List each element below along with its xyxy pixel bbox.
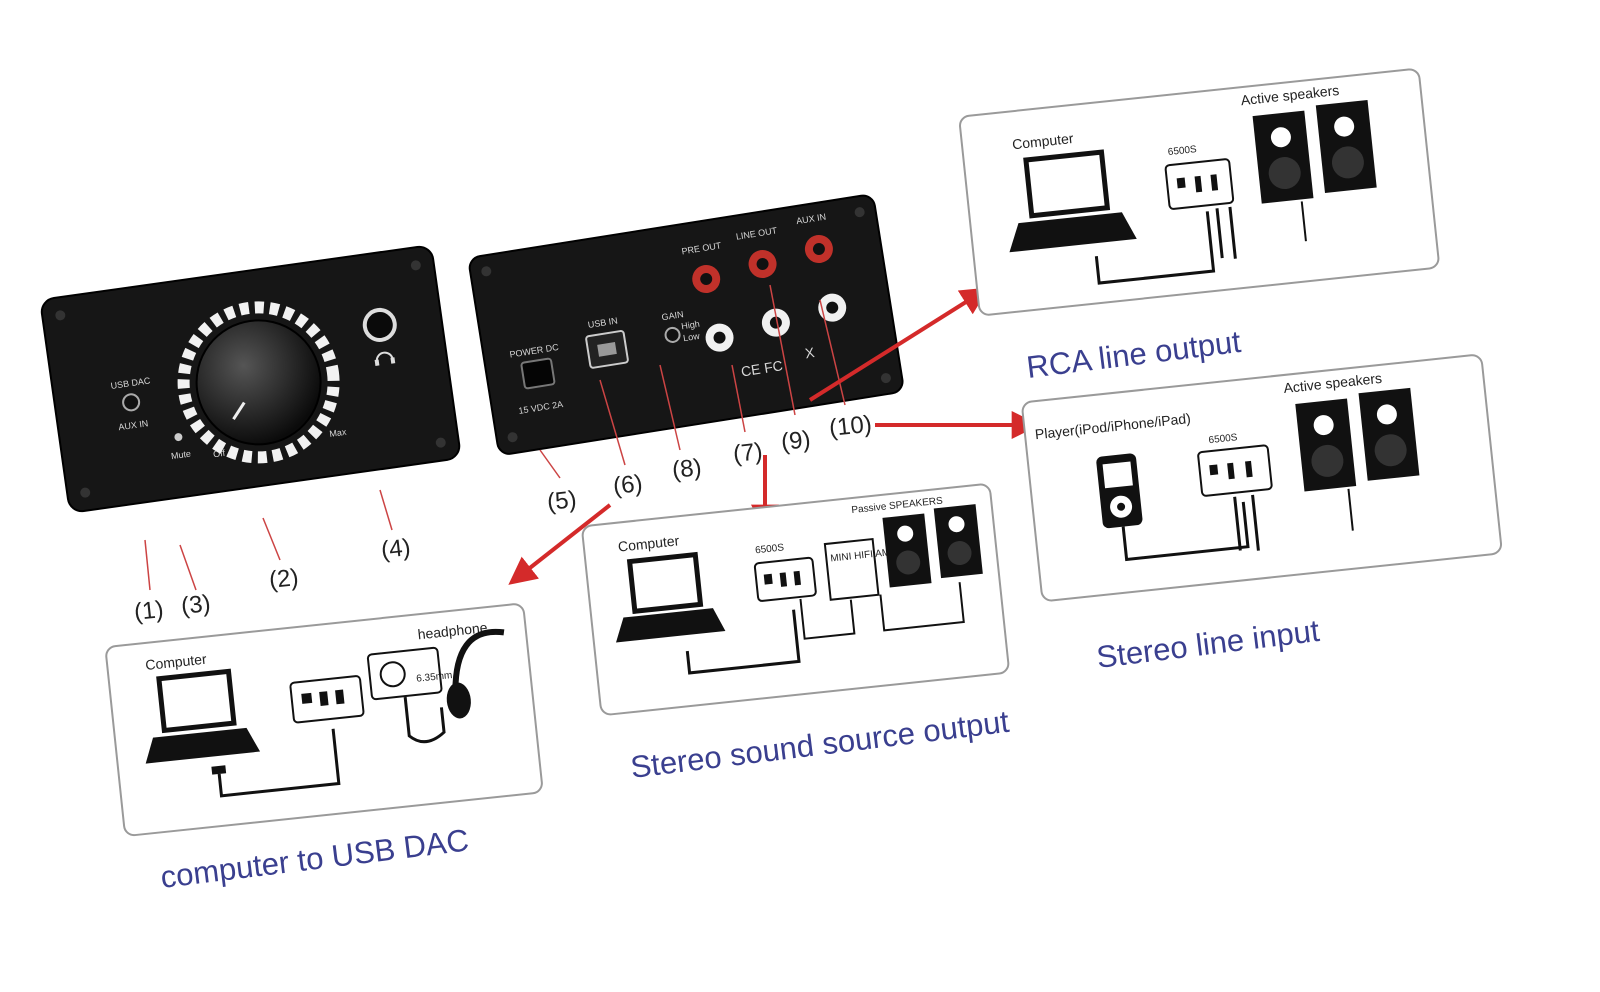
rca-out-device-label: 6500S	[1167, 144, 1197, 158]
computer-icon	[145, 668, 261, 764]
usb-dac-computer-label: Computer	[145, 651, 208, 673]
computer-icon	[1009, 149, 1137, 253]
callout-7: (7)	[732, 438, 764, 468]
dac-device-icon	[1197, 444, 1273, 497]
aux-in-label: AUX IN	[118, 418, 149, 432]
headphone-label: headphone	[417, 619, 489, 642]
usb-in-label: USB IN	[587, 315, 618, 330]
gain-off-label: Off	[212, 448, 226, 460]
speaker-icon	[882, 504, 983, 588]
headphone-jack[interactable]	[362, 307, 397, 342]
volume-ring	[177, 301, 340, 464]
speaker-icon	[1252, 99, 1377, 204]
caption-stereo-out: Stereo sound source output	[629, 704, 1012, 785]
gain-high-label: High	[681, 319, 701, 332]
speaker-icon	[1295, 387, 1420, 492]
volume-max-label: Max	[329, 427, 348, 439]
caption-line-in: Stereo line input	[1095, 613, 1322, 675]
arrow-rca-out	[808, 287, 989, 402]
power-jack[interactable]	[520, 357, 556, 390]
dac-device-icon	[1164, 158, 1235, 210]
rca-jacks[interactable]	[688, 232, 850, 354]
callout-5: (5)	[546, 486, 578, 516]
callout-1: (1)	[133, 596, 165, 626]
plug-size-label: 6.35mm	[416, 670, 453, 685]
usb-plug-icon	[211, 728, 341, 798]
aux-in-rear-label: AUX IN	[796, 212, 827, 227]
dac-device-icon	[753, 556, 817, 602]
mute-label: Mute	[170, 449, 191, 462]
amp-rear-icon	[366, 646, 443, 701]
dac-device-icon	[289, 675, 365, 724]
gain-low-label: Low	[682, 331, 700, 344]
callout-3: (3)	[180, 590, 212, 620]
input-select-button[interactable]	[122, 393, 141, 412]
headphone-icon	[446, 628, 505, 719]
panel-rca-out: Computer 6500S Active speakers	[959, 68, 1440, 316]
rca-out-computer-label: Computer	[1011, 130, 1074, 152]
player-icon	[1096, 453, 1143, 529]
callout-6: (6)	[612, 470, 644, 500]
callout-2: (2)	[268, 564, 300, 594]
panel-stereo-out: Computer 6500S MINI HIFI AMP Passive SPE…	[581, 483, 1010, 716]
callout-10: (10)	[828, 411, 873, 442]
line-in-device-label: 6500S	[1208, 432, 1238, 446]
ce-fcc-mark: CE FC	[740, 357, 784, 379]
status-led-icon	[174, 433, 183, 442]
stereo-out-device-label: 6500S	[755, 542, 785, 556]
panel-usb-dac: Computer 6.35mm headphone	[105, 603, 543, 837]
computer-icon	[616, 551, 726, 643]
mini-amp-icon	[823, 537, 880, 601]
callout-8: (8)	[671, 454, 703, 484]
rear-panel: POWER DC 15 VDC 2A USB IN GAIN High Low …	[468, 194, 904, 455]
recycle-mark: X	[804, 344, 816, 361]
stereo-out-computer-label: Computer	[617, 532, 680, 554]
gain-label: GAIN	[661, 309, 684, 322]
front-panel: USB DAC AUX IN Mute Off Max	[40, 245, 461, 513]
headphone-icon	[374, 351, 396, 366]
caption-rca-out: RCA line output	[1025, 324, 1243, 385]
callout-9: (9)	[780, 426, 812, 456]
caption-usb-dac: computer to USB DAC	[159, 822, 471, 895]
gain-switch[interactable]	[664, 326, 681, 343]
callout-4: (4)	[380, 534, 412, 564]
arrow-usb-dac	[508, 503, 612, 585]
volume-knob[interactable]	[189, 312, 329, 452]
panel-line-in: Player(iPod/iPhone/iPad) 6500S Active sp…	[1021, 354, 1503, 602]
